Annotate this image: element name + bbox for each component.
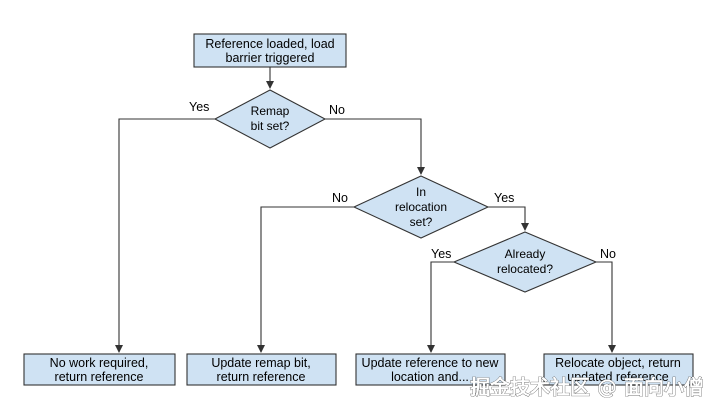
node-relocate-object-line1: Relocate object, return bbox=[555, 356, 681, 370]
decision-remap-line2: bit set? bbox=[251, 119, 290, 133]
edge-remap-yes bbox=[115, 118, 215, 353]
node-update-remap-line1: Update remap bit, bbox=[211, 356, 310, 370]
edge-label-relocated-yes: Yes bbox=[431, 247, 451, 261]
decision-relocated-line2: relocated? bbox=[497, 262, 553, 276]
decision-already-relocated: Already relocated? bbox=[452, 231, 598, 293]
edge-label-relocation-yes: Yes bbox=[494, 191, 514, 205]
node-update-reference: Update reference to new location and... bbox=[355, 353, 506, 386]
node-update-remap-line2: return reference bbox=[217, 370, 306, 384]
node-start: Reference loaded, load barrier triggered bbox=[193, 33, 347, 68]
edge-remap-no bbox=[325, 118, 425, 175]
node-no-work-line1: No work required, bbox=[50, 356, 149, 370]
edge-label-remap-yes: Yes bbox=[189, 100, 209, 114]
edge-relocation-yes bbox=[488, 206, 529, 231]
node-update-reference-line2: location and... bbox=[391, 370, 469, 384]
edge-label-relocated-no: No bbox=[600, 247, 616, 261]
node-start-line2: barrier triggered bbox=[226, 51, 315, 65]
decision-relocation-set: In relocation set? bbox=[352, 175, 490, 239]
edges bbox=[115, 67, 616, 353]
decision-relocation-line2: relocation bbox=[395, 200, 447, 214]
edge-label-relocation-no: No bbox=[332, 191, 348, 205]
node-update-reference-line1: Update reference to new bbox=[362, 356, 500, 370]
decision-remap: Remap bit set? bbox=[213, 89, 327, 149]
edge-relocated-no bbox=[596, 261, 616, 353]
decision-relocated-line1: Already bbox=[505, 247, 546, 261]
decision-remap-line1: Remap bbox=[251, 104, 290, 118]
node-update-remap: Update remap bit, return reference bbox=[186, 353, 337, 386]
node-no-work: No work required, return reference bbox=[23, 353, 176, 386]
node-relocate-object: Relocate object, return updated referenc… bbox=[543, 353, 694, 386]
edge-label-remap-no: No bbox=[329, 103, 345, 117]
decision-relocation-line1: In bbox=[416, 185, 426, 199]
edge-relocated-yes bbox=[427, 261, 454, 353]
node-no-work-line2: return reference bbox=[55, 370, 144, 384]
watermark-text: 掘金技术社区 @ 面向小僧 bbox=[470, 375, 704, 399]
node-relocate-object-line2: updated reference bbox=[567, 370, 669, 384]
decision-relocation-line3: set? bbox=[410, 215, 433, 229]
node-start-line1: Reference loaded, load bbox=[205, 37, 334, 51]
edge-relocation-no bbox=[257, 206, 354, 353]
